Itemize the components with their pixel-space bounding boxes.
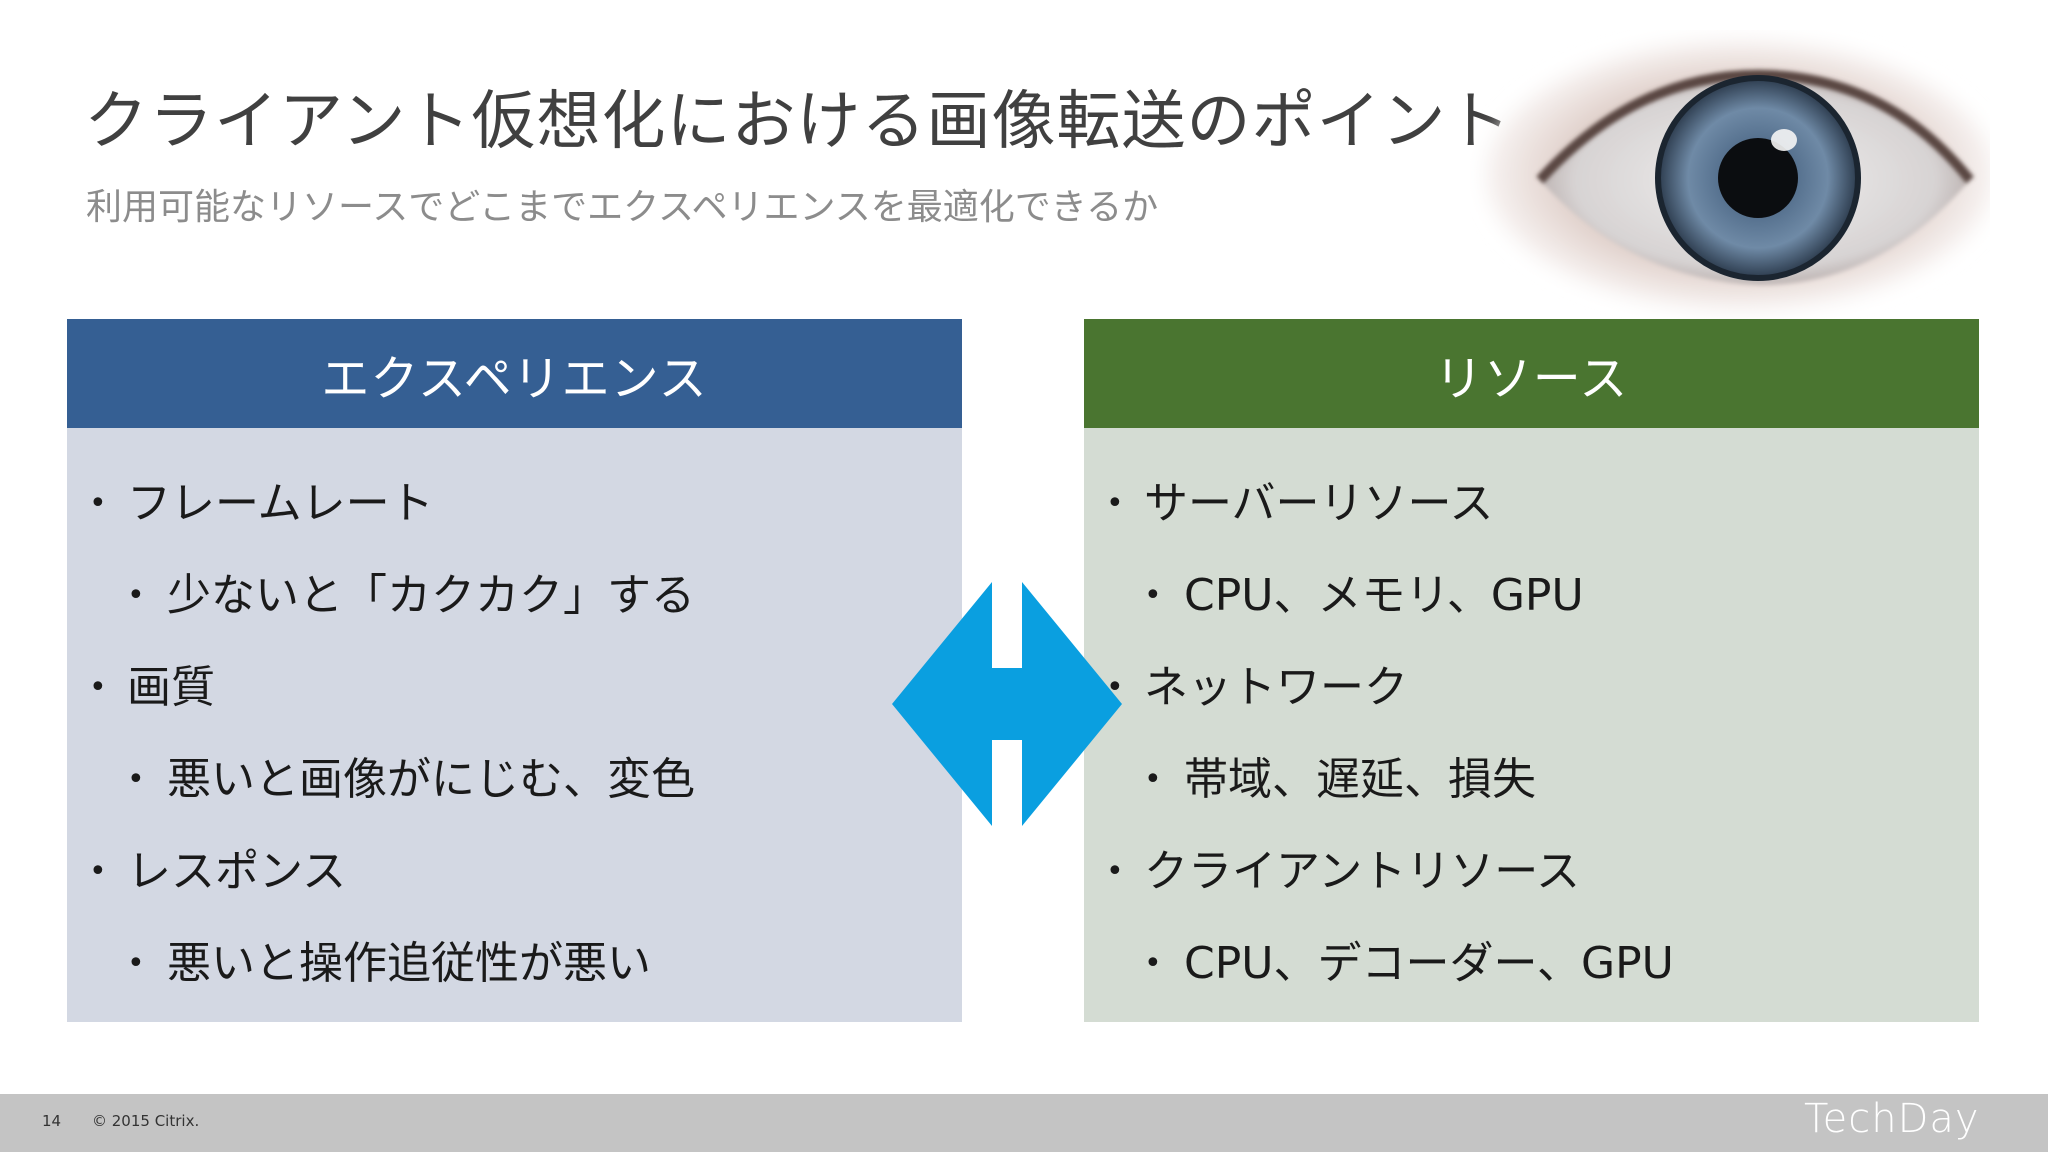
bullet: • <box>127 578 145 613</box>
experience-panel: エクスペリエンス •フレームレート •少ないと「カクカク」する •画質 •悪いと… <box>67 319 962 1022</box>
bullet: • <box>1144 946 1162 981</box>
list-item: •少ないと「カクカク」する <box>67 550 962 642</box>
bullet: • <box>1144 762 1162 797</box>
techday-logo: TechDay <box>1804 1096 1980 1142</box>
resource-panel: リソース •サーバーリソース •CPU、メモリ、GPU •ネットワーク •帯域、… <box>1084 319 1979 1022</box>
bullet: • <box>127 946 145 981</box>
experience-panel-header: エクスペリエンス <box>67 319 962 428</box>
list-item: •クライアントリソース <box>1084 826 1979 918</box>
resource-panel-body: •サーバーリソース •CPU、メモリ、GPU •ネットワーク •帯域、遅延、損失… <box>1084 428 1979 1022</box>
bullet: • <box>1144 578 1162 613</box>
list-item: •CPU、デコーダー、GPU <box>1084 918 1979 1010</box>
list-item: •サーバーリソース <box>1084 458 1979 550</box>
page-number: 14 <box>42 1112 62 1130</box>
list-item: •悪いと操作追従性が悪い <box>67 918 962 1010</box>
list-item: •帯域、遅延、損失 <box>1084 734 1979 826</box>
list-item: •レスポンス <box>67 826 962 918</box>
footer-bar: 14 © 2015 Citrix. TechDay <box>0 1094 2048 1152</box>
slide-subtitle: 利用可能なリソースでどこまでエクスペリエンスを最適化できるか <box>86 187 1159 228</box>
bullet: • <box>1106 854 1124 889</box>
bullet: • <box>1106 486 1124 521</box>
list-item: •画質 <box>67 642 962 734</box>
slide-title: クライアント仮想化における画像転送のポイント <box>84 85 1512 159</box>
list-item: •ネットワーク <box>1084 642 1979 734</box>
bullet: • <box>89 486 107 521</box>
copyright: © 2015 Citrix. <box>92 1112 200 1130</box>
eye-image <box>1485 40 1990 310</box>
double-headed-arrow-icon <box>892 582 1122 826</box>
list-item: •フレームレート <box>67 458 962 550</box>
list-item: •CPU、メモリ、GPU <box>1084 550 1979 642</box>
brand-backdrop <box>1760 1094 2048 1152</box>
resource-panel-header: リソース <box>1084 319 1979 428</box>
bullet: • <box>127 762 145 797</box>
bullet: • <box>89 670 107 705</box>
list-item: •悪いと画像がにじむ、変色 <box>67 734 962 826</box>
experience-panel-body: •フレームレート •少ないと「カクカク」する •画質 •悪いと画像がにじむ、変色… <box>67 428 962 1022</box>
bullet: • <box>89 854 107 889</box>
